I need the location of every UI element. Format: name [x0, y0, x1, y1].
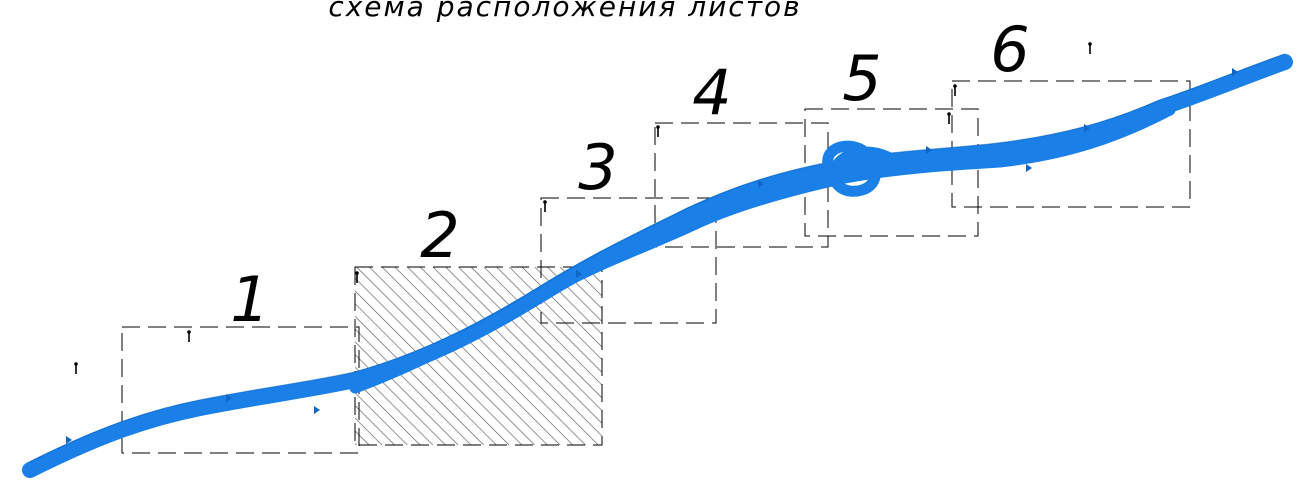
sheet-3-frame[interactable]: [540, 197, 717, 324]
pin-marker-icon: [953, 84, 957, 96]
route-arrow-icon: [758, 180, 764, 188]
route-arrow-icon: [576, 270, 582, 278]
pin-marker-icon: [947, 112, 951, 124]
sheet-5-label: 5: [842, 42, 881, 115]
route-arrows: [66, 68, 1238, 444]
pin-marker-icon: [187, 330, 191, 342]
route-arrow-icon: [1232, 68, 1238, 76]
route-arrow-icon: [314, 406, 320, 414]
diagram-title: схема расположения листов: [328, 0, 801, 23]
pin-marker-icon: [74, 362, 78, 374]
sheet-4-label: 4: [692, 56, 731, 129]
sheet-1-label: 1: [230, 263, 269, 336]
pin-marker-icon: [1088, 42, 1092, 54]
route-main-path: [22, 54, 1293, 478]
route-arrow-icon: [1026, 164, 1032, 172]
route-arrow-icon: [226, 394, 232, 402]
pin-marker-icon: [355, 271, 359, 283]
route-edge-upper: [29, 53, 1286, 463]
route-arrow-icon: [926, 146, 932, 154]
pin-marker-icon: [656, 125, 660, 137]
route-arrow-icon: [66, 436, 72, 444]
route-loop: [822, 140, 896, 197]
route-parallel-path: [349, 104, 1176, 394]
sheet-2-frame[interactable]: [354, 266, 603, 446]
pin-markers: [74, 42, 1092, 374]
sheet-6-label: 6: [990, 13, 1029, 86]
sheet-2-label: 2: [420, 199, 459, 272]
route-arrow-icon: [1084, 124, 1090, 132]
route-line: [22, 53, 1293, 478]
sheet-3-label: 3: [578, 131, 617, 204]
pin-marker-icon: [543, 200, 547, 212]
sheet-6-frame[interactable]: [951, 80, 1191, 208]
sheet-2-hatch: [355, 267, 602, 445]
